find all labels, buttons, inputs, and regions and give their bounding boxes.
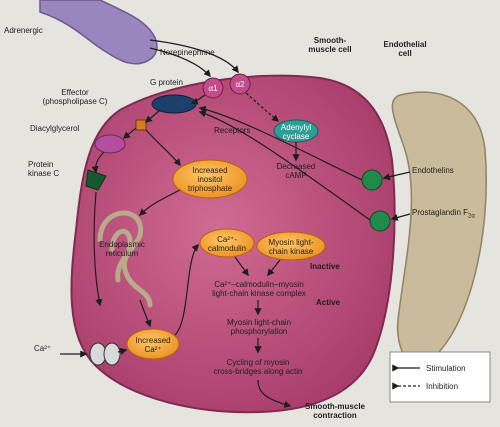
arrow-mlck-complex: [267, 259, 281, 277]
arrow-er-increasedca: [139, 299, 152, 328]
arrow-prostaglandin-receptor: [390, 213, 411, 221]
increased-ip3-oval: [172, 159, 248, 199]
arrow-prostaglandin-gprotein: [198, 110, 371, 221]
arrow-dag-pkc: [91, 151, 105, 174]
arrow-nerve-alpha1: [149, 47, 211, 78]
arrow-channel-ca: [117, 347, 128, 355]
arrow-effector-dag: [122, 127, 137, 139]
alpha1-receptor: [202, 77, 224, 99]
label-effector: Effector(phospholipase C): [42, 88, 108, 106]
arrow-alpha2-cyclase: [245, 92, 280, 122]
g-protein: [151, 94, 197, 114]
label-smooth-muscle-cell: Smooth-muscle cell: [308, 36, 352, 54]
label-g-protein: G protein: [150, 78, 183, 87]
label-inactive: Inactive: [310, 262, 340, 271]
endoplasmic-reticulum: [97, 210, 153, 308]
arrow-endothelins-receptor: [382, 171, 411, 181]
label-diacylglycerol: Diacylglycerol: [30, 124, 80, 133]
alpha2-receptor: [229, 73, 251, 95]
label-receptors: Receptors: [214, 126, 251, 135]
arrow-ip3-er: [138, 189, 181, 217]
label-mlck: Myosin light-chain kinase: [268, 238, 314, 256]
label-prostaglandin: Prostaglandin F2α: [412, 208, 475, 220]
arrow-endothelin-gprotein: [198, 105, 363, 181]
arrow-cycling-contraction: [257, 379, 292, 408]
adrenergic-nerve: [39, 0, 158, 65]
effector-square: [135, 119, 147, 131]
arrow-effector-ip3: [145, 129, 181, 167]
legend-stimulation-label: Stimulation: [426, 364, 466, 373]
label-endothelins: Endothelins: [412, 166, 454, 175]
ca-calmodulin-oval: [199, 228, 255, 258]
arrow-pkc-down: [93, 191, 103, 307]
protein-kinase-c: [85, 169, 107, 191]
arrow-alpha1-gprotein: [190, 94, 206, 105]
label-ca-in: Ca²⁺: [34, 344, 52, 353]
arrow-calmodulin-complex: [234, 256, 249, 277]
arrow-increasedca-calmodulin: [174, 243, 199, 336]
label-adrenergic: Adrenergic: [4, 26, 43, 35]
prostaglandin-receptor: [369, 210, 391, 232]
label-active: Active: [316, 298, 341, 307]
arrow-nerve-alpha2: [149, 39, 239, 74]
endothelial-cell: [391, 91, 488, 366]
mlck-oval: [256, 231, 326, 261]
increased-ca-oval: [126, 328, 180, 360]
endothelin-receptor: [361, 169, 383, 191]
arrow-gprotein-effector: [144, 109, 161, 123]
label-ca-calmodulin: Ca²⁺-calmodulin: [207, 235, 247, 253]
legend-inhibition-label: Inhibition: [426, 382, 459, 391]
label-alpha1: α1: [208, 84, 218, 93]
diacylglycerol: [94, 134, 126, 154]
calcium-channel: [89, 342, 121, 366]
legend-box: [389, 351, 491, 403]
label-norepinephrine: Norepinephrine: [160, 48, 215, 57]
label-alpha2: α2: [235, 80, 245, 89]
